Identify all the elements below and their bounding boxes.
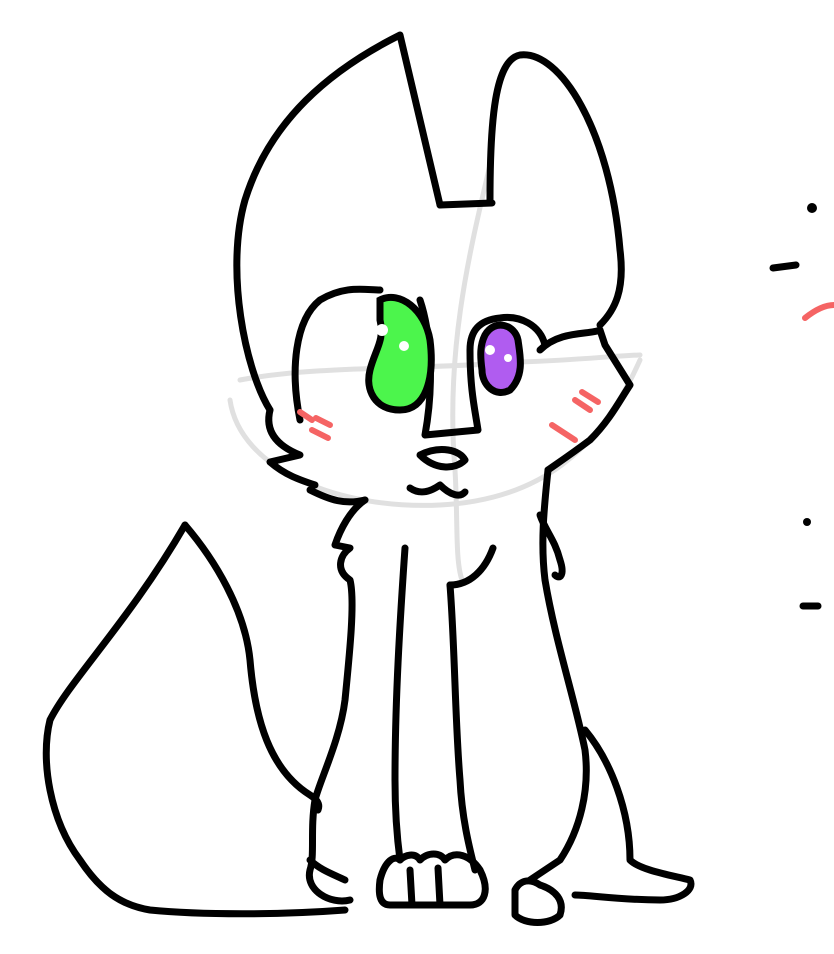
fox-head	[233, 31, 634, 506]
right-eye	[477, 321, 524, 396]
guide-lines	[227, 162, 643, 583]
blush-marks	[297, 302, 834, 443]
left-eye	[365, 293, 435, 414]
fox-tail	[42, 521, 349, 918]
stray-marks	[769, 203, 822, 610]
fox-body	[305, 466, 695, 926]
